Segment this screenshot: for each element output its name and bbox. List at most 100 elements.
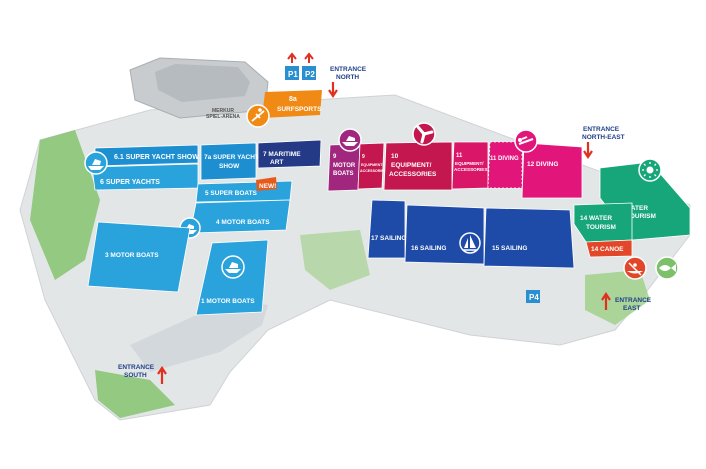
arrow-up-p2-icon [304, 52, 314, 63]
surfer-icon [246, 104, 270, 128]
hall-11-diving-shape [487, 141, 523, 189]
hall-9-equipment-number: 9 [362, 154, 365, 160]
hall-17[interactable]: 17 SAILING [367, 199, 406, 259]
parking-p2[interactable]: P2 [302, 66, 316, 80]
parking-p1-label: P1 [288, 70, 298, 79]
hall-9-equipment[interactable]: 9 EQUIPMENT/ ACCESSORIES [357, 142, 387, 190]
hall-10-line2: ACCESSORIES [389, 171, 437, 178]
hall-10[interactable]: 10 EQUIPMENT/ ACCESSORIES [383, 141, 453, 191]
hall-6-1[interactable]: 6.1 SUPER YACHT SHOW [94, 144, 199, 167]
sun-icon [638, 158, 662, 182]
entrance-north-east-line2: NORTH-EAST [582, 134, 625, 141]
hall-7[interactable]: 7 MARITIME ART [257, 139, 322, 169]
river-area [130, 300, 268, 372]
entrance-east-arrow-icon[interactable] [601, 292, 611, 310]
parking-p2-sign [302, 66, 316, 80]
hall-11-equipment[interactable]: 11 EQUIPMENT/ ACCESSORIES [451, 141, 489, 190]
hall-7a-line1: 7a SUPER YACHT [204, 154, 259, 161]
hall-12-shape [521, 142, 583, 199]
hall-11-line2: ACCESSORIES [454, 167, 487, 172]
hall-4[interactable]: 4 MOTOR BOATS [189, 199, 291, 234]
hall-8a-name: SURFSPORTS [277, 106, 322, 113]
hall-15-label: 15 SAILING [492, 245, 527, 252]
entrance-south-arrow-icon[interactable] [157, 366, 167, 384]
hall-12-label: 12 DIVING [527, 161, 558, 168]
hall-17-shape [367, 199, 406, 259]
hall-11-diving-label: 11 DIVING [490, 156, 519, 162]
hall-6-1-label: 6.1 SUPER YACHT SHOW [114, 154, 199, 161]
diver-icon [514, 129, 538, 153]
hall-1-motorboat-icon [221, 255, 245, 279]
arrow-up-p1-icon [287, 52, 297, 63]
hall-14-canoe-shape [585, 239, 633, 258]
hall-12[interactable]: 12 DIVING [521, 142, 583, 199]
parking-p1[interactable]: P1 [285, 66, 299, 80]
hall-10-number: 10 [391, 153, 399, 160]
parking-p2-label: P2 [305, 70, 315, 79]
hall-7a-shape [200, 142, 257, 181]
hall-5[interactable]: 5 SUPER BOATS [195, 180, 293, 203]
hall-14-canoe-label: 14 CANOE [591, 246, 624, 253]
parking-p4[interactable]: P4 [526, 290, 540, 303]
hall-16-label: 16 SAILING [411, 245, 446, 252]
canoe-icon [623, 256, 647, 280]
hall-9-motorboat-icon [338, 128, 362, 152]
hall-6-shape [91, 163, 199, 191]
fish-icon [655, 256, 679, 280]
arena-roof [155, 64, 250, 102]
hall-3[interactable]: 3 MOTOR BOATS [87, 221, 191, 293]
entrance-north-east-line1: ENTRANCE [583, 126, 620, 133]
entrance-north-east-arrow-icon[interactable] [583, 142, 593, 159]
hall-4-shape [189, 199, 291, 234]
hall-10-line1: EQUIPMENT/ [391, 162, 432, 169]
entrance-south-line1: ENTRANCE [118, 364, 155, 371]
hall-9-equipment-line2: ACCESSORIES [360, 169, 387, 173]
parking-p4-label: P4 [529, 293, 539, 302]
hall-7-line2: ART [270, 159, 283, 166]
hall-15-shape [483, 207, 575, 269]
hall-15[interactable]: 15 SAILING [483, 207, 575, 269]
propeller-icon [412, 122, 436, 146]
hall-6-label: 6 SUPER YACHTS [100, 179, 160, 186]
hall-8a[interactable]: 8a SURFSPORTS [262, 90, 322, 118]
arena-label-line1: MERKUR [212, 108, 234, 114]
sailboat-icon [459, 232, 481, 254]
arena-label-line2: SPIEL-ARENA [206, 114, 240, 120]
entrance-south-line2: SOUTH [124, 372, 147, 379]
green-area-south [95, 370, 175, 418]
new-badge-label: NEW! [259, 183, 276, 190]
hall-11-diving[interactable]: 11 DIVING [487, 141, 523, 189]
hall-9-line1: 9 [333, 154, 337, 160]
entrance-north-line2: NORTH [336, 74, 359, 81]
hall-1-label: 1 MOTOR BOATS [201, 298, 255, 305]
hall-9-equipment-line1: EQUIPMENT/ [361, 163, 383, 167]
hall-17-label: 17 SAILING [371, 235, 406, 242]
parking-p4-sign [526, 290, 540, 303]
hall-7a-line2: SHOW [219, 163, 240, 170]
hall-6[interactable]: 6 SUPER YACHTS [91, 163, 199, 191]
hall-9-line2: MOTOR [333, 163, 356, 169]
entrance-east-line2: EAST [623, 305, 640, 312]
new-badge: NEW! [256, 177, 277, 191]
entrance-north-arrow-icon[interactable] [328, 82, 338, 98]
hall-14-shape [573, 202, 633, 243]
hall-9-line3: BOATS [333, 171, 354, 177]
hall-14-line1: 14 WATER [580, 215, 612, 222]
green-area-center [300, 230, 370, 290]
hall-8a-shape [262, 90, 322, 118]
hall-14-canoe[interactable]: 14 CANOE [585, 239, 633, 258]
green-area-west [30, 130, 100, 280]
hall-9-motor-boats[interactable]: 9 MOTOR BOATS [327, 143, 361, 192]
hall-8a-number: 8a [289, 96, 297, 103]
entrance-north-line1: ENTRANCE [330, 66, 367, 73]
green-area-east [585, 270, 650, 325]
hall-14-water-tourism[interactable]: 14 WATER TOURISM [573, 202, 633, 243]
hall-9-equipment-shape [357, 142, 385, 190]
hall-14-line2: TOURISM [586, 224, 616, 231]
entrance-east-line1: ENTRANCE [615, 297, 652, 304]
hall-7a[interactable]: 7a SUPER YACHT SHOW [200, 142, 259, 181]
hall-7-shape [257, 139, 322, 169]
parking-p1-sign [285, 66, 299, 80]
